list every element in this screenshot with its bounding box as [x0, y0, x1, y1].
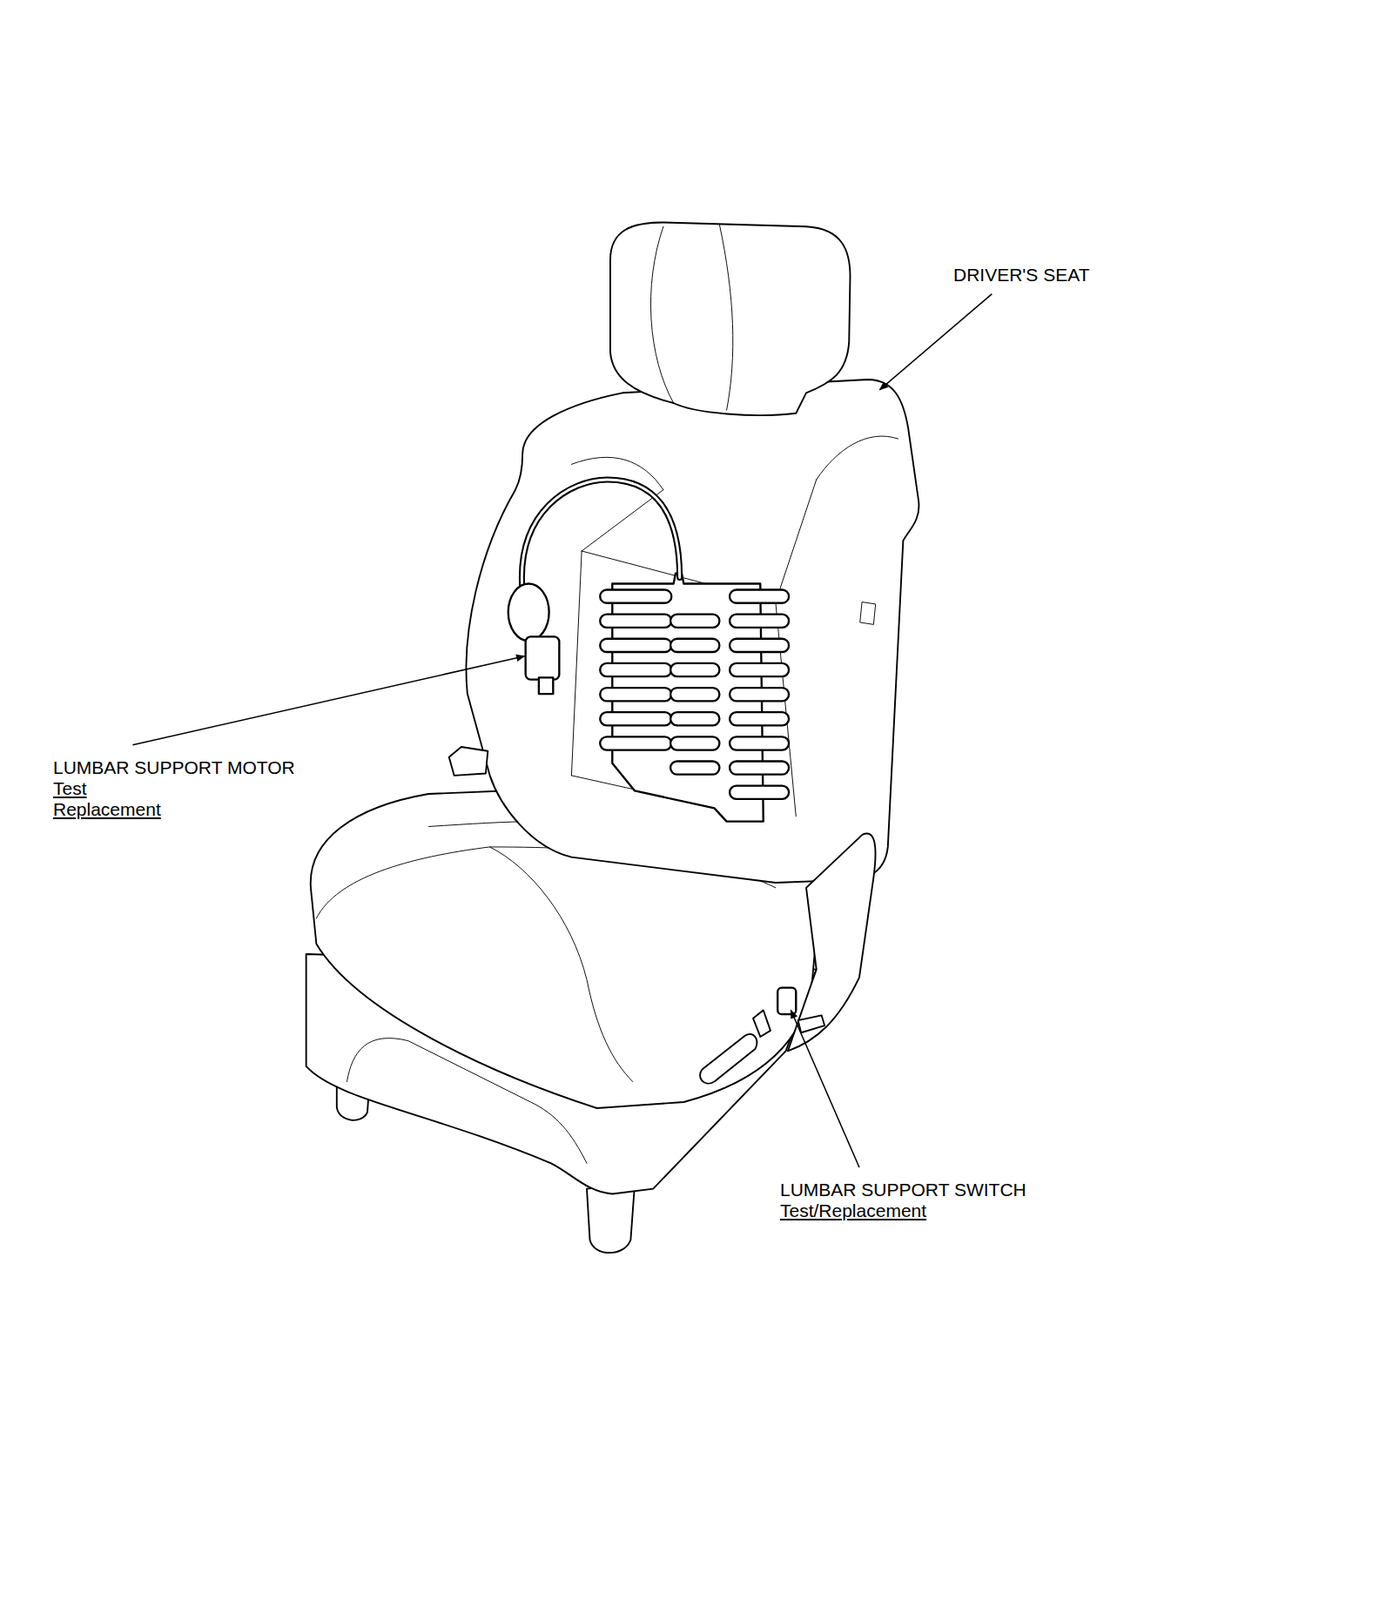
part-label: LUMBAR SUPPORT SWITCH — [779, 1179, 1028, 1201]
recline-knob — [753, 1009, 771, 1037]
leader-line — [132, 656, 525, 746]
seat-backrest — [466, 379, 920, 883]
side-shield — [787, 834, 876, 1052]
lumbar-motor-body — [525, 636, 560, 680]
link-label: Replacement — [52, 799, 162, 821]
lumbar-switch-symbol — [777, 988, 796, 1015]
backrest-tag — [860, 602, 876, 626]
air-hose-inner — [521, 479, 680, 593]
air-hose — [521, 479, 680, 593]
release-lever — [798, 1015, 825, 1033]
headrest-seam — [650, 224, 733, 411]
lumbar-motor-pump — [508, 583, 550, 641]
lumbar-slots — [599, 590, 789, 800]
leader-line — [879, 294, 992, 391]
lumbar-motor-connector — [538, 677, 553, 694]
slide-switch — [699, 1034, 757, 1084]
part-label: LUMBAR SUPPORT MOTOR — [52, 757, 297, 779]
part-label: DRIVER'S SEAT — [952, 264, 1091, 286]
link-label: Test — [52, 778, 88, 800]
link-label: Test/Replacement — [779, 1200, 928, 1222]
leader-line — [790, 1009, 860, 1168]
headrest — [610, 222, 851, 416]
seatbelt-buckle — [449, 746, 489, 776]
